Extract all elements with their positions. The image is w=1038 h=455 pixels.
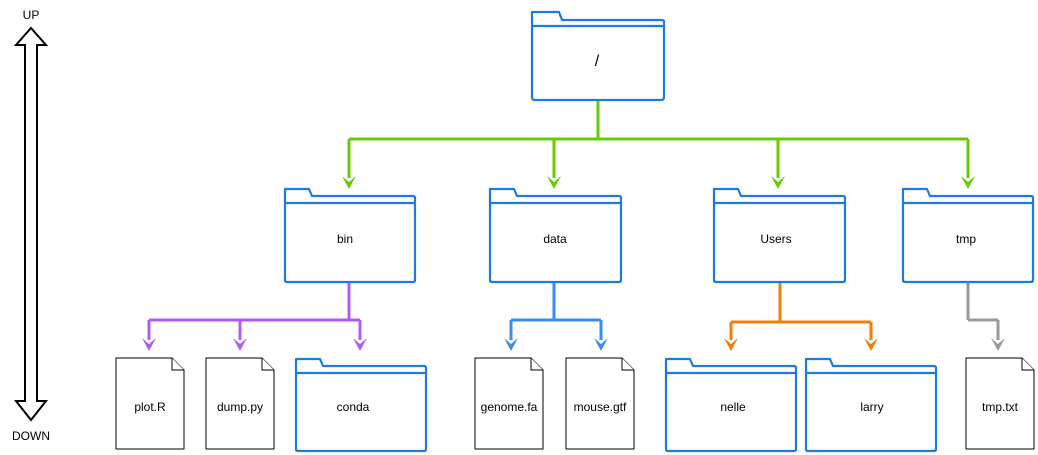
folder-tmp-label: tmp [956,232,976,246]
folder-root-label: / [595,53,600,70]
up-label: UP [23,8,40,22]
folder-data[interactable]: data [488,187,623,284]
folder-users[interactable]: Users [712,187,847,284]
folder-bin-label: bin [337,232,353,246]
file-icon [474,357,544,450]
users-arrowheads [724,338,878,351]
file-genome-fa-label: genome.fa [481,400,538,414]
folder-icon [712,187,847,284]
folder-users-label: Users [760,232,791,246]
bin-arrowheads [142,338,367,351]
folder-data-label: data [543,232,567,246]
file-tmp-txt-label: tmp.txt [982,400,1019,414]
up-down-arrow-icon [13,26,49,422]
folder-icon [804,357,938,453]
folder-icon [530,10,666,102]
folder-nelle[interactable]: nelle [664,357,798,453]
folder-larry[interactable]: larry [804,357,938,453]
tmp-connectors [966,282,1000,340]
down-label: DOWN [12,429,50,443]
file-plot-r[interactable]: plot.R [115,357,185,450]
folder-icon [901,187,1035,284]
bin-connectors [147,282,362,340]
folder-conda[interactable]: conda [294,357,428,453]
file-plot-r-label: plot.R [134,400,166,414]
folder-conda-label: conda [337,400,370,414]
file-mouse-gtf[interactable]: mouse.gtf [565,357,635,450]
folder-icon [664,357,798,453]
file-mouse-gtf-label: mouse.gtf [574,400,627,414]
users-connectors [729,282,873,340]
file-dump-py-label: dump.py [217,400,263,414]
folder-icon [294,357,428,453]
folder-larry-label: larry [860,400,883,414]
folder-icon [283,187,417,284]
folder-nelle-label: nelle [720,400,746,414]
folder-root[interactable]: / [530,10,666,102]
file-dump-py[interactable]: dump.py [205,357,275,450]
file-icon [205,357,275,450]
file-icon [965,357,1035,450]
folder-icon [488,187,623,284]
file-tmp-txt[interactable]: tmp.txt [965,357,1035,450]
file-icon [565,357,635,450]
data-arrowheads [504,338,608,351]
root-connectors [347,100,970,178]
root-arrowheads [342,176,975,189]
file-icon [115,357,185,450]
folder-bin[interactable]: bin [283,187,417,284]
data-connectors [509,282,603,340]
folder-tmp[interactable]: tmp [901,187,1035,284]
file-genome-fa[interactable]: genome.fa [474,357,544,450]
tmp-arrowheads [991,338,1005,351]
